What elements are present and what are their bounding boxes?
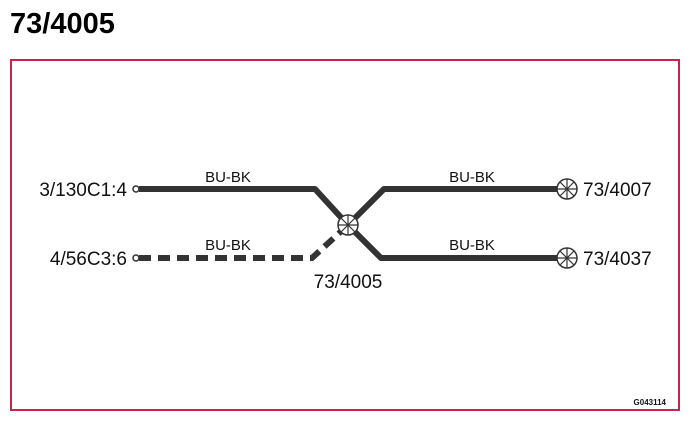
pin-terminal-icon[interactable] xyxy=(132,185,140,193)
splice-label: 73/4005 xyxy=(314,272,383,293)
figure-code: G043114 xyxy=(634,398,667,407)
terminal-label-left-bottom: 4/56C3:6 xyxy=(50,249,127,270)
wire-label-bottom-right: BU-BK xyxy=(449,237,495,254)
wire-label-top-left: BU-BK xyxy=(205,169,251,186)
eyelet-terminal-icon[interactable] xyxy=(556,178,578,200)
wire-bottom-right[interactable] xyxy=(345,222,557,261)
terminal-label-right-top: 73/4007 xyxy=(583,180,652,201)
terminal-label-left-top: 3/130C1:4 xyxy=(39,180,127,201)
wire-top-left[interactable] xyxy=(139,186,351,228)
wire-label-top-right: BU-BK xyxy=(449,169,495,186)
wire-label-bottom-left: BU-BK xyxy=(205,237,251,254)
eyelet-terminal-icon[interactable] xyxy=(556,247,578,269)
wire-top-right[interactable] xyxy=(345,186,557,228)
terminal-label-right-bottom: 73/4037 xyxy=(583,249,652,270)
splice-icon[interactable] xyxy=(337,214,359,236)
diagram-frame xyxy=(10,59,680,411)
pin-terminal-icon[interactable] xyxy=(132,254,140,262)
page-title: 73/4005 xyxy=(10,8,115,40)
wire-bottom-left[interactable] xyxy=(139,222,351,261)
